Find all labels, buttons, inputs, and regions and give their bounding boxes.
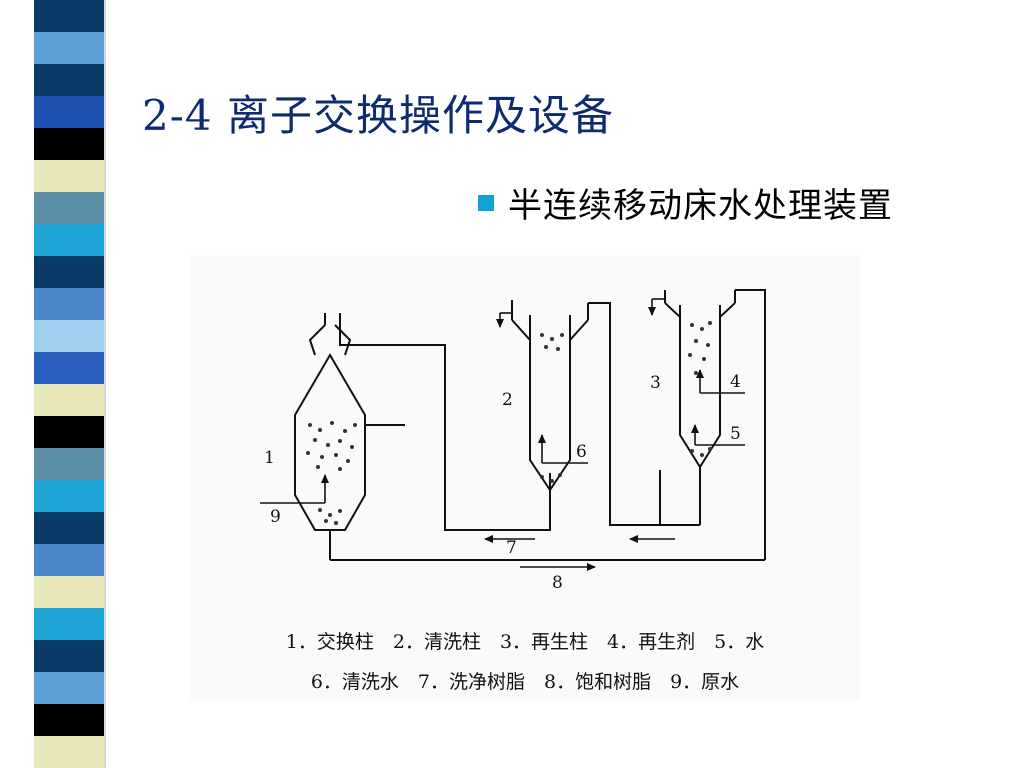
resin-particles	[688, 321, 712, 457]
strip-band	[34, 672, 104, 704]
label-6: 6	[576, 442, 587, 462]
strip-band	[34, 480, 104, 512]
exchange-column	[260, 313, 405, 560]
strip-band	[34, 736, 104, 768]
strip-band	[34, 608, 104, 640]
decorative-strip	[34, 0, 104, 768]
strip-band	[34, 320, 104, 352]
strip-band	[34, 576, 104, 608]
diagram-svg: 1 2 3 4 5 6 7 8 9	[260, 289, 766, 593]
label-2: 2	[502, 390, 513, 410]
strip-band	[34, 0, 104, 32]
strip-band	[34, 288, 104, 320]
strip-band	[34, 640, 104, 672]
label-1: 1	[264, 448, 275, 468]
strip-band	[34, 32, 104, 64]
strip-band	[34, 160, 104, 192]
slide-title: 2-4 离子交换操作及设备	[142, 91, 614, 140]
legend-line-1: 1．交换柱 2．清洗柱 3．再生柱 4．再生剂 5．水	[285, 631, 765, 653]
strip-band	[34, 448, 104, 480]
strip-band	[34, 704, 104, 736]
bullet-item: 半连续移动床水处理装置	[478, 178, 893, 227]
bullet-square-icon	[478, 194, 494, 211]
resin-transfer-pipe	[339, 313, 551, 531]
resin-particles	[306, 421, 357, 525]
strip-edge-line	[104, 0, 106, 768]
strip-band	[34, 352, 104, 384]
bullet-text: 半连续移动床水处理装置	[508, 186, 893, 226]
washing-column	[496, 300, 661, 526]
strip-band	[34, 256, 104, 288]
strip-band	[34, 512, 104, 544]
label-7: 7	[506, 538, 517, 558]
strip-band	[34, 64, 104, 96]
process-diagram: 1 2 3 4 5 6 7 8 9 1．交换柱 2．清洗柱 3．再生柱 4．再生…	[190, 255, 860, 700]
strip-band	[34, 384, 104, 416]
strip-band	[34, 544, 104, 576]
resin-particles	[540, 333, 564, 483]
strip-band	[34, 224, 104, 256]
regeneration-column	[610, 289, 766, 560]
strip-band	[34, 192, 104, 224]
legend-line-2: 6．清洗水 7．洗净树脂 8．饱和树脂 9．原水	[310, 671, 740, 693]
strip-band	[34, 96, 104, 128]
label-8: 8	[552, 573, 563, 593]
label-3: 3	[650, 373, 661, 393]
label-5: 5	[730, 424, 741, 444]
strip-band	[34, 128, 104, 160]
label-9: 9	[270, 507, 281, 527]
strip-band	[34, 416, 104, 448]
label-4: 4	[730, 372, 741, 392]
